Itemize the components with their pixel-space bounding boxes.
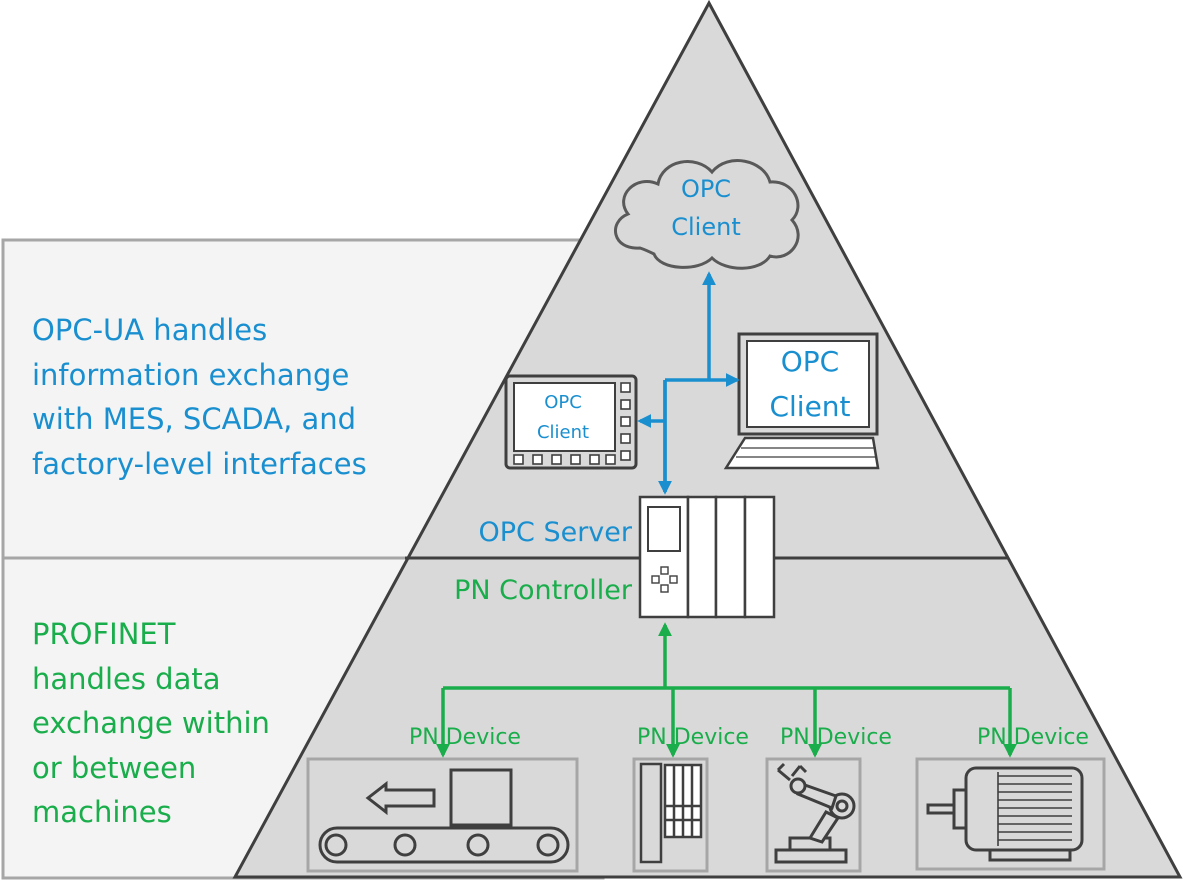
plc-io-module-3 [743, 495, 776, 619]
opcua-line-3: with MES, SCADA, and [32, 402, 357, 436]
plc-io-module-1 [686, 495, 718, 619]
opcua-line-2: information exchange [32, 357, 350, 392]
device-robot-arm [765, 757, 862, 873]
laptop-keyboard-icon [723, 436, 880, 470]
hmi-client-line1: OPC [544, 392, 582, 413]
pn-device-label-2: PN Device [637, 725, 749, 750]
profinet-line-5: machines [32, 795, 172, 829]
plc-nav-buttons-icon [651, 566, 678, 593]
plc-controller [638, 495, 776, 619]
hmi-screen [513, 382, 616, 452]
motor-icon [926, 766, 1084, 862]
laptop-display [746, 340, 870, 428]
pn-device-label-4: PN Device [977, 725, 1089, 750]
laptop-client-line2: Client [769, 390, 850, 423]
profinet-line-4: or between [32, 750, 197, 785]
profinet-line-2: handles data [32, 661, 221, 696]
cloud-client-line2: Client [671, 213, 740, 241]
cloud-client-line1: OPC [681, 175, 731, 203]
device-motor [915, 757, 1106, 871]
opcua-line-1: OPC-UA handles [32, 313, 268, 347]
cloud-opc-client: OPC Client [614, 159, 800, 270]
opcua-description: OPC-UA handles information exchange with… [32, 308, 367, 486]
pn-controller-label: PN Controller [454, 575, 633, 606]
profinet-description: PROFINET handles data exchange within or… [32, 612, 270, 835]
hmi-side-keys [620, 382, 631, 461]
plc-display [647, 506, 681, 552]
laptop-opc-client: OPC Client [723, 332, 880, 470]
io-module-icon [639, 762, 703, 864]
device-io-module [632, 757, 709, 873]
pyramid [232, 0, 1183, 879]
pn-device-label-1: PN Device [409, 725, 521, 750]
hmi-opc-client: OPC Client [504, 374, 638, 470]
pn-device-label-3: PN Device [780, 725, 892, 750]
opcua-line-4: factory-level interfaces [32, 446, 367, 481]
opc-server-label: OPC Server [478, 517, 632, 548]
profinet-connections [436, 622, 1017, 758]
hmi-client-line2: Client [537, 422, 589, 443]
opc-connections [637, 271, 740, 495]
cloud-icon [614, 159, 800, 270]
profinet-line-1: PROFINET [32, 617, 176, 651]
laptop-client-line1: OPC [781, 345, 839, 378]
laptop-keys [736, 447, 877, 458]
device-conveyor [306, 757, 579, 873]
conveyor-icon [318, 768, 570, 864]
plc-io-module-2 [714, 495, 747, 619]
robot-arm-icon [774, 762, 856, 864]
profinet-line-3: exchange within [32, 706, 270, 740]
hmi-bottom-keys [513, 454, 616, 465]
